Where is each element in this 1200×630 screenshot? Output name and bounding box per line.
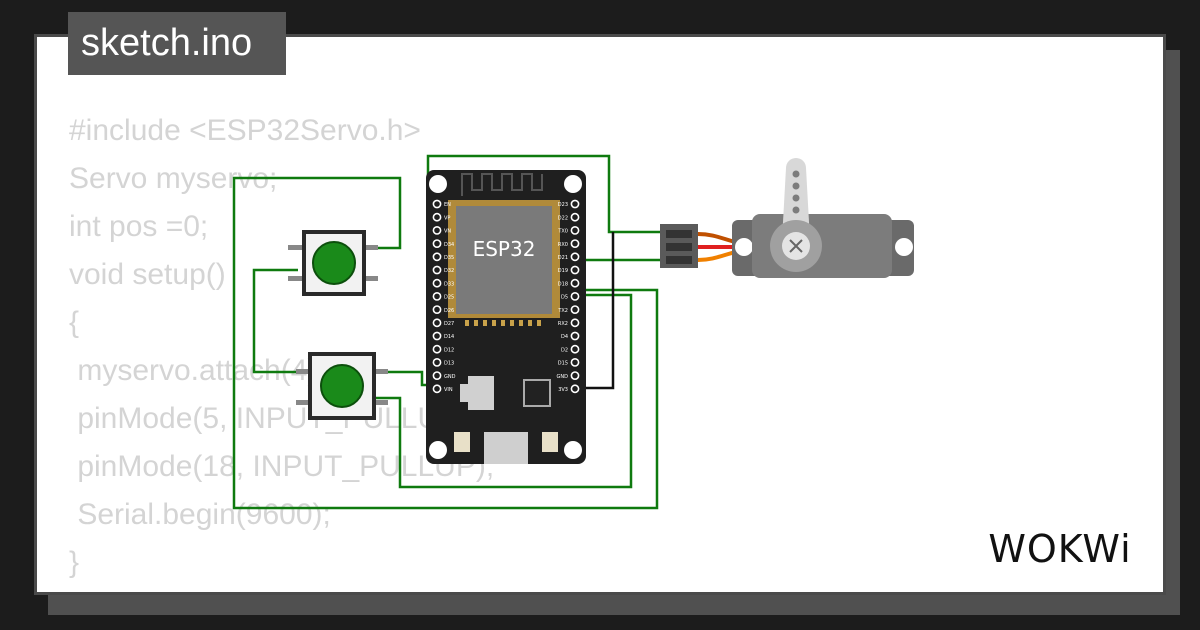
- pin-d25[interactable]: [432, 291, 442, 301]
- pin-d5[interactable]: [570, 291, 580, 301]
- pin-vp[interactable]: [432, 212, 442, 222]
- pin-d27[interactable]: [432, 318, 442, 328]
- pin-d12[interactable]: [432, 344, 442, 354]
- pin-label: RX2: [558, 321, 568, 327]
- pin-d15[interactable]: [570, 357, 580, 367]
- boot-button[interactable]: [454, 432, 470, 452]
- code-line: int pos =0;: [69, 210, 209, 243]
- pin-d33[interactable]: [432, 278, 442, 288]
- pin-rx2[interactable]: [570, 318, 580, 328]
- pin-label: D27: [444, 321, 454, 327]
- pin-label: VP: [444, 215, 450, 221]
- pin-d26[interactable]: [432, 305, 442, 314]
- pin-d13[interactable]: [432, 357, 442, 367]
- wires: [232, 154, 665, 510]
- pin-label: D22: [558, 215, 568, 221]
- code-line: pinMode(18, INPUT_PULLUP);: [69, 450, 495, 483]
- code-line: }: [69, 546, 80, 579]
- code-line: Serial.begin(9600);: [69, 498, 331, 531]
- pin-label: VN: [444, 229, 451, 235]
- pin-en[interactable]: [432, 199, 442, 209]
- file-tab[interactable]: sketch.ino: [68, 12, 286, 75]
- pin-d21[interactable]: [570, 252, 580, 262]
- regulator: [468, 376, 494, 410]
- pin-label: D26: [444, 308, 454, 314]
- pin-label: D18: [558, 281, 568, 287]
- esp32-board[interactable]: ESP32 ENVPVND34D35D32D33D25D26D27D14D12D…: [426, 170, 586, 464]
- pin-label: D32: [444, 268, 454, 274]
- pin-label: D34: [444, 242, 454, 248]
- pin-label: D35: [444, 255, 454, 261]
- pin-label: D23: [558, 202, 568, 208]
- pin-tx0[interactable]: [570, 225, 580, 235]
- code-line: #include <ESP32Servo.h>: [69, 114, 421, 147]
- pin-label: D25: [444, 295, 454, 301]
- esp32-chip: [456, 206, 552, 314]
- pin-label: 3V3: [558, 387, 568, 393]
- usb-port: [484, 432, 528, 464]
- code-line: myservo.attach(4);: [69, 354, 326, 387]
- pin-label: D2: [561, 347, 568, 353]
- chip-pads: [465, 320, 541, 326]
- pin-label: VIN: [444, 387, 453, 393]
- pin-d18[interactable]: [570, 278, 580, 288]
- pin-label: D13: [444, 361, 454, 367]
- pin-gnd[interactable]: [432, 371, 442, 380]
- pin-label: GND: [557, 374, 569, 380]
- button-cap[interactable]: [320, 364, 364, 408]
- pin-vn[interactable]: [432, 225, 442, 235]
- pin-d35[interactable]: [432, 252, 442, 262]
- usb-chip: [523, 379, 551, 407]
- pin-label: D4: [561, 334, 568, 340]
- pin-vin[interactable]: [432, 384, 442, 394]
- code-line: void setup(): [69, 258, 226, 291]
- button-cap[interactable]: [312, 241, 356, 285]
- pin-d32[interactable]: [432, 265, 442, 275]
- wokwi-logo-text: WOKWi: [988, 527, 1131, 571]
- pin-rx0[interactable]: [570, 239, 580, 248]
- preview-card: #include <ESP32Servo.h>Servo myservo;int…: [34, 34, 1166, 595]
- servo-screw-icon: [789, 239, 803, 253]
- pin-d34[interactable]: [432, 239, 442, 248]
- pin-label: D15: [558, 361, 568, 367]
- pin-label: TX2: [557, 308, 568, 314]
- pin-label: TX0: [557, 229, 568, 235]
- wire-gnd[interactable]: [576, 232, 615, 390]
- code-line: {: [69, 306, 80, 339]
- pin-label: D21: [558, 255, 568, 261]
- pin-d4[interactable]: [570, 331, 580, 341]
- chip-label: ESP32: [473, 237, 536, 261]
- pin-d23[interactable]: [570, 199, 580, 209]
- wire-buttons-link[interactable]: [252, 268, 310, 374]
- pin-label: EN: [444, 202, 451, 208]
- pin-tx2[interactable]: [570, 305, 580, 314]
- pin-label: D14: [444, 334, 454, 340]
- wire-button-bottom[interactable]: [374, 293, 633, 489]
- servo-motor[interactable]: [732, 158, 914, 278]
- pin-label: D19: [558, 268, 568, 274]
- wire-button-top[interactable]: [232, 176, 659, 510]
- pin-d2[interactable]: [570, 344, 580, 354]
- pin-3v3[interactable]: [570, 384, 580, 394]
- pushbutton-bottom[interactable]: [296, 352, 388, 420]
- pin-label: RX0: [558, 242, 568, 248]
- servo-connector[interactable]: [660, 224, 698, 268]
- wokwi-logo: WOKWi: [988, 527, 1131, 571]
- pin-gnd[interactable]: [570, 371, 580, 380]
- pin-d22[interactable]: [570, 212, 580, 222]
- pin-label: D12: [444, 347, 454, 353]
- pin-label: D33: [444, 281, 454, 287]
- pushbutton-top[interactable]: [288, 230, 378, 296]
- reset-button[interactable]: [542, 432, 558, 452]
- pin-d14[interactable]: [432, 331, 442, 341]
- pin-label: D5: [561, 295, 568, 301]
- pin-label: GND: [444, 374, 456, 380]
- pin-d19[interactable]: [570, 265, 580, 275]
- code-preview: #include <ESP32Servo.h>Servo myservo;int…: [69, 107, 494, 587]
